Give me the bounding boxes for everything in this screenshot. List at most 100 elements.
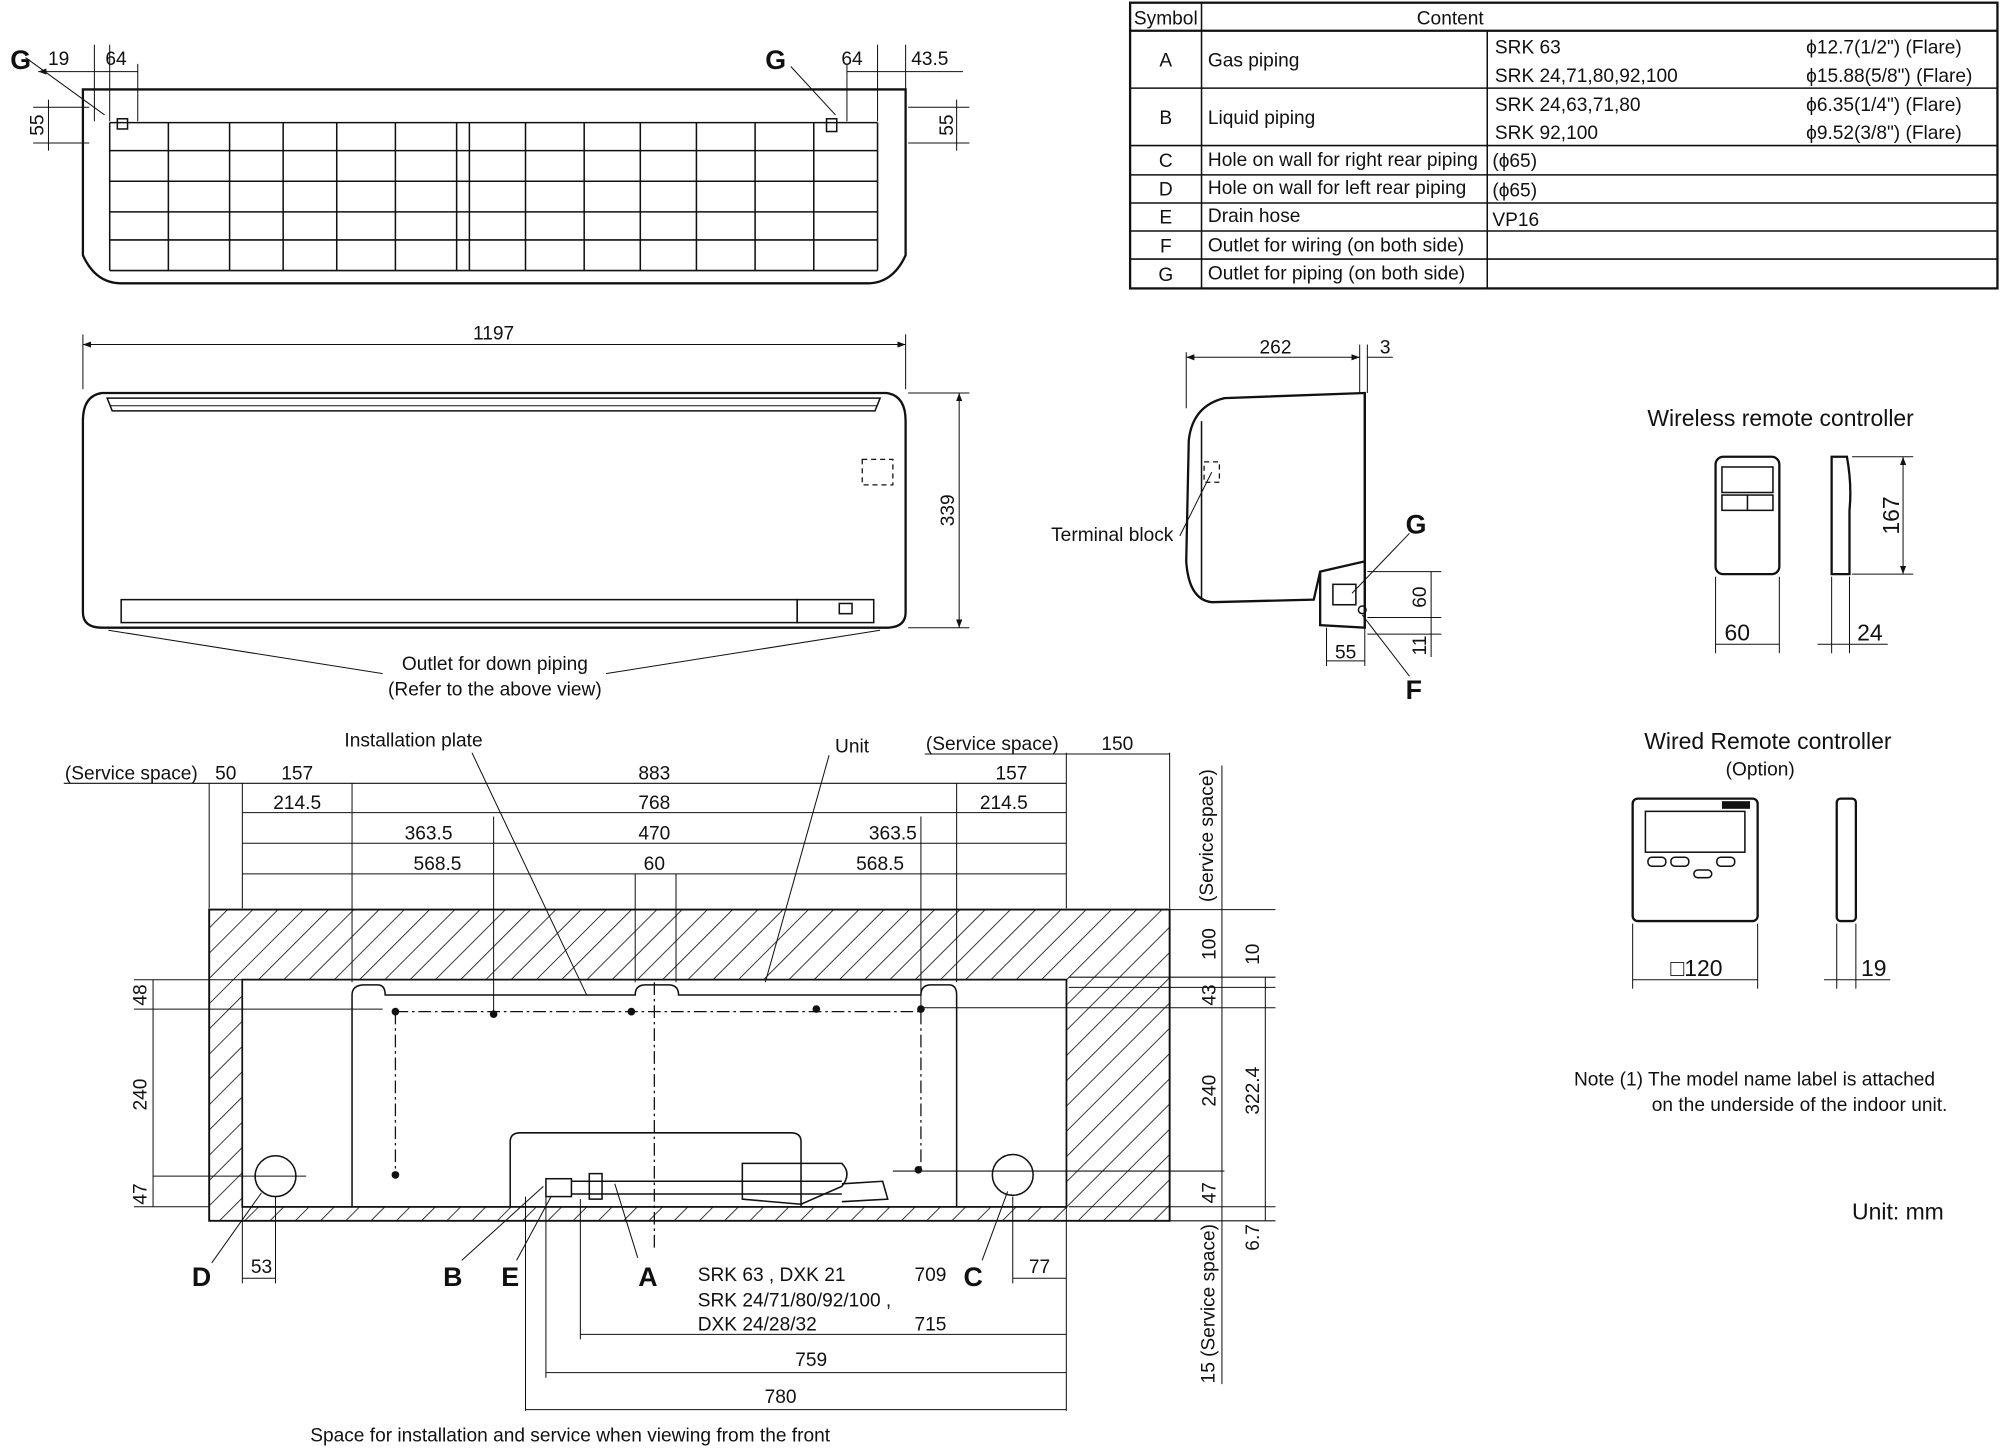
top-dim-55-left: 55 [27,115,48,136]
top-dim-19: 19 [48,49,69,70]
model-line: DXK 24/28/32 [698,1315,817,1336]
side-depth-dim: 262 [1260,337,1292,358]
wired-size-dim: □120 [1670,955,1722,981]
label-a: A [638,1262,657,1292]
note-line-1: Note (1) The model name label is attache… [1574,1070,1935,1091]
right-dim: 43 [1200,984,1221,1005]
left-dim: 48 [131,984,152,1005]
unit-label-plan: Unit [835,737,870,758]
label-d: D [192,1262,211,1292]
table-content: Gas piping [1208,50,1299,71]
dim-row4: 568.5 [856,854,904,875]
wireless-depth-dim: 24 [1857,619,1883,645]
front-view: 1197 339 Outlet for down piping (Refer t… [81,323,970,700]
right-dim: 100 [1200,928,1221,960]
right-dim: 47 [1200,1182,1221,1203]
side-view: 262 3 Terminal block G F 60 11 55 [1051,337,1442,705]
dim-780: 780 [765,1387,797,1408]
side-f-label: F [1406,675,1422,705]
side-dim-11: 11 [1410,636,1431,656]
table-header-content: Content [1417,8,1485,29]
left-dim: 240 [131,1079,152,1111]
front-width-dim: 1197 [473,323,514,344]
table-symbol: C [1159,151,1173,172]
dim-row3: 363.5 [869,823,917,844]
table-content: Outlet for piping (on both side) [1208,263,1465,284]
table-symbol: E [1159,207,1172,228]
dim-row2: 214.5 [980,793,1028,814]
table-symbol: F [1160,237,1172,258]
table-spec: VP16 [1492,210,1539,231]
dim-53: 53 [251,1257,272,1278]
wired-depth-dim: 19 [1861,955,1887,981]
table-content: Hole on wall for right rear piping [1208,150,1478,171]
top-view: G 19 64 55 G 64 43.5 55 [10,44,970,285]
wired-remote-title: Wired Remote controller [1644,728,1892,754]
dim-row1: 150 [1101,734,1133,755]
table-spec: SRK 24,63,71,80 [1495,95,1641,116]
dim-row1: 157 [996,763,1028,784]
right-dim: 6.7 [1243,1224,1264,1251]
note-line-2: on the underside of the indoor unit. [1652,1095,1948,1116]
top-dim-55-right: 55 [937,115,958,136]
right-dim: 10 [1243,944,1264,965]
table-symbol: D [1159,179,1173,200]
table-size: ϕ15.88(5/8") (Flare) [1806,66,1972,87]
dim-row4: 60 [644,854,665,875]
dim-77: 77 [1029,1257,1050,1278]
side-dim-3: 3 [1380,337,1391,358]
service-space-right-vertical: (Service space) [1197,769,1218,902]
unit-label: Unit: mm [1852,1199,1944,1225]
label-e: E [501,1262,519,1292]
outlet-down-piping-note: (Refer to the above view) [388,679,602,700]
table-size: ϕ9.52(3/8") (Flare) [1806,123,1962,144]
table-content: Outlet for wiring (on both side) [1208,235,1464,256]
model-line: SRK 63 , DXK 21 [698,1265,846,1286]
table-spec: SRK 24,71,80,92,100 [1495,66,1678,87]
dim-row1: 883 [638,763,670,784]
front-height-dim: 339 [938,494,959,526]
dim-row1: 50 [215,763,236,784]
right-dim: 240 [1200,1075,1221,1107]
table-size: ϕ6.35(1/4") (Flare) [1806,95,1962,116]
service-space-right: (Service space) [926,734,1059,755]
dim-row3: 470 [638,823,670,844]
table-symbol: B [1159,108,1172,129]
table-content: Drain hose [1208,206,1301,227]
terminal-block-label: Terminal block [1051,525,1174,546]
top-dim-64-left: 64 [105,49,127,70]
outlet-down-piping-label: Outlet for down piping [402,654,588,675]
model-line: SRK 24/71/80/92/100 , [698,1290,892,1311]
top-g-left-label: G [10,45,31,75]
label-c: C [964,1262,983,1292]
table-spec: SRK 92,100 [1495,123,1598,144]
plan-view: Installation plate Unit (Service space) … [63,730,1276,1446]
label-b: B [443,1262,462,1292]
table-content: Hole on wall for left rear piping [1208,178,1466,199]
table-header-symbol: Symbol [1134,8,1198,29]
side-g-label: G [1406,509,1427,539]
dim-row3: 363.5 [405,823,453,844]
table-spec: (ϕ65) [1492,151,1537,172]
top-dim-43-5: 43.5 [911,49,948,70]
side-dim-55: 55 [1335,642,1356,663]
wireless-remote-title: Wireless remote controller [1647,405,1914,431]
dim-row1: 157 [281,763,313,784]
right-dim: 322.4 [1243,1066,1264,1114]
service-space-bottom-vertical: 15 (Service space) [1198,1224,1219,1383]
table-symbol: G [1158,265,1173,286]
plan-caption: Space for installation and service when … [310,1425,831,1446]
top-g-right-label: G [765,45,786,75]
wired-remote-drawing: Wired Remote controller (Option) □120 19 [1631,728,1892,989]
table-content: Liquid piping [1208,108,1315,129]
dim-759: 759 [795,1350,827,1371]
dim-row4: 568.5 [414,854,462,875]
table-spec: (ϕ65) [1492,181,1537,202]
installation-plate-label: Installation plate [344,730,482,751]
left-dim: 47 [131,1183,152,1204]
wired-remote-option: (Option) [1726,760,1795,781]
dim-row2: 768 [638,793,670,814]
table-symbol: A [1159,50,1172,71]
wireless-remote-drawing: Wireless remote controller 167 60 24 [1647,405,1914,654]
